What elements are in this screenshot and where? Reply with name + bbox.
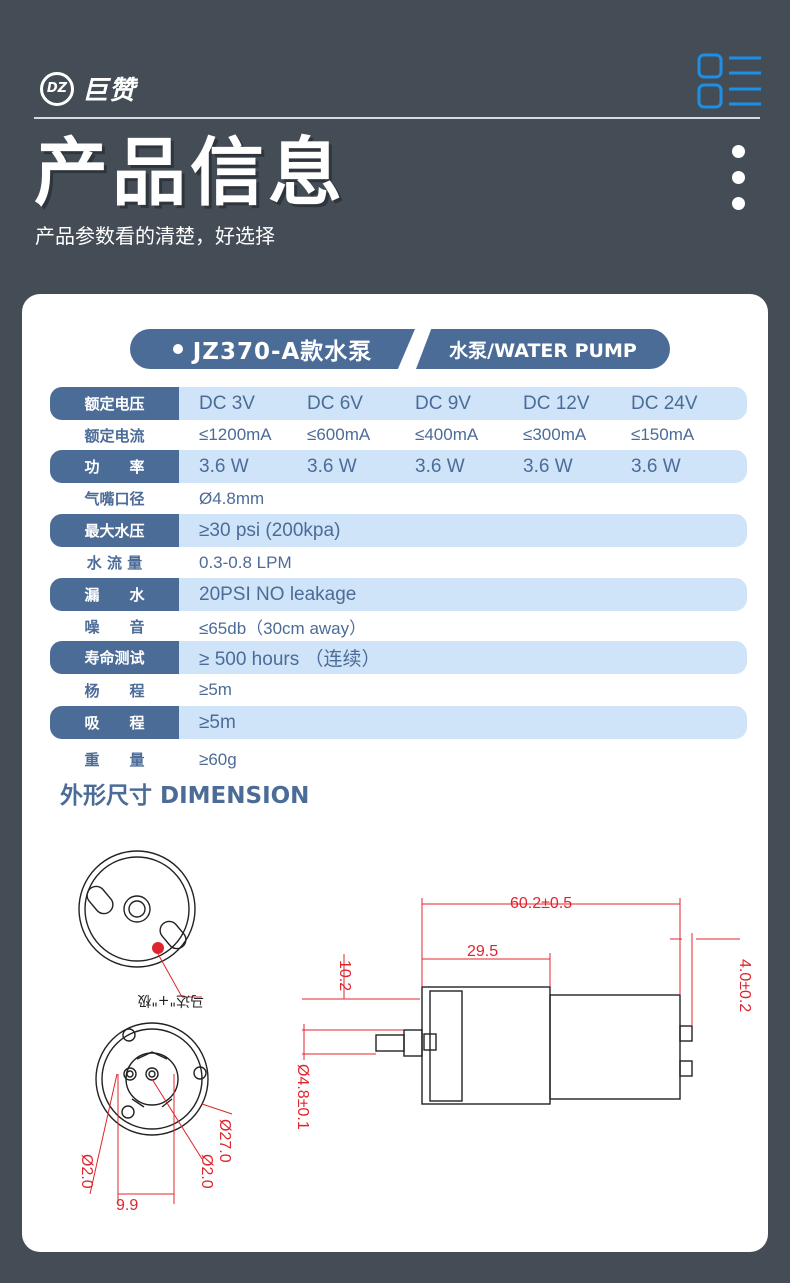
spec-row: 噪 音 ≤65db（30cm away） xyxy=(50,611,747,641)
label-polarity: 马达"+"极 xyxy=(137,992,204,1008)
spec-values: ≥60g xyxy=(179,750,237,770)
spec-value: ≤400mA xyxy=(415,425,479,444)
label-motor-dia: Ø27.0 xyxy=(216,1119,233,1163)
spec-values: 3.6 W 3.6 W 3.6 W 3.6 W 3.6 W xyxy=(179,456,739,478)
model-name: JZ370-A款水泵 xyxy=(192,339,373,365)
bullet-icon xyxy=(172,344,183,354)
dimension-title: 外形尺寸 DIMENSION xyxy=(60,783,310,809)
spec-label: 杨 程 xyxy=(84,681,145,700)
spec-label: 重 量 xyxy=(84,751,145,769)
label-hole-left: Ø2.0 xyxy=(78,1154,95,1189)
spec-value: ≥5m xyxy=(199,711,236,733)
positive-terminal-icon xyxy=(152,942,164,954)
spec-value: Ø4.8mm xyxy=(199,488,265,508)
pump-end-view xyxy=(95,1022,209,1136)
spec-row: 额定电流 ≤1200mA ≤600mA ≤400mA ≤300mA ≤150mA xyxy=(50,420,747,450)
spec-label: 水 流 量 xyxy=(86,554,143,572)
spec-values: ≥30 psi (200kpa) xyxy=(179,520,340,542)
page-title: 产品信息 xyxy=(34,130,346,216)
spec-value: ≥ 500 hours （连续） xyxy=(199,649,381,670)
spec-row: 杨 程 ≥5m xyxy=(50,674,747,706)
spec-value: ≥5m xyxy=(199,680,232,699)
spec-value: 20PSI NO leakage xyxy=(199,583,357,605)
spec-label: 额定电压 xyxy=(50,387,179,420)
label-length-body: 29.5 xyxy=(467,943,498,960)
spec-value: ≤65db（30cm away） xyxy=(199,618,367,638)
spec-label: 吸 程 xyxy=(50,706,179,739)
spec-values: 0.3-0.8 LPM xyxy=(179,553,292,573)
spec-value: ≥60g xyxy=(199,749,237,769)
spec-row: 吸 程 ≥5m xyxy=(50,706,747,739)
spec-row: 漏 水 20PSI NO leakage xyxy=(50,578,747,611)
brand-logo: DZ 巨赞 xyxy=(40,70,136,107)
spec-value: 3.6 W xyxy=(199,455,249,477)
spec-row: 寿命测试 ≥ 500 hours （连续） xyxy=(50,641,747,674)
spec-row: 最大水压 ≥30 psi (200kpa) xyxy=(50,514,747,547)
spec-value: DC 6V xyxy=(307,392,363,414)
spec-label: 气嘴口径 xyxy=(84,490,145,508)
dimension-drawing: 60.2±0.5 29.5 4.0±0.2 10.2 Ø4.8±0.1 Ø27.… xyxy=(78,850,753,1214)
dots-decoration xyxy=(732,145,746,223)
menu-list-icon[interactable] xyxy=(697,53,763,111)
label-hole-spacing: 9.9 xyxy=(116,1197,138,1214)
spec-label: 最大水压 xyxy=(50,514,179,547)
logo-initials: DZ xyxy=(46,81,68,96)
spec-value: DC 9V xyxy=(415,392,471,414)
spec-value: ≤1200mA xyxy=(199,425,272,444)
spec-value: ≥30 psi (200kpa) xyxy=(199,519,341,541)
label-terminal: 4.0±0.2 xyxy=(736,959,753,1012)
spec-row: 气嘴口径 Ø4.8mm xyxy=(50,483,747,514)
spec-label: 寿命测试 xyxy=(50,641,179,674)
header-divider xyxy=(34,117,760,119)
spec-value: 3.6 W xyxy=(523,455,573,477)
label-hole-right: Ø2.0 xyxy=(198,1154,215,1189)
spec-label: 额定电流 xyxy=(84,426,145,445)
spec-label: 漏 水 xyxy=(50,578,179,611)
spec-value: DC 12V xyxy=(523,392,590,414)
logo-mark-icon: DZ xyxy=(40,71,74,106)
model-banner: JZ370-A款水泵 水泵/WATER PUMP xyxy=(130,329,670,369)
spec-value: 3.6 W xyxy=(415,455,465,477)
pump-top-view xyxy=(78,850,196,968)
label-nozzle-offset: 10.2 xyxy=(336,960,353,991)
spec-values: ≥5m xyxy=(179,712,236,734)
label-nozzle-dia: Ø4.8±0.1 xyxy=(294,1064,311,1130)
spec-values: ≥ 500 hours （连续） xyxy=(179,644,381,671)
spec-label: 功 率 xyxy=(50,450,179,483)
spec-row: 重 量 ≥60g xyxy=(50,739,747,780)
label-length-total: 60.2±0.5 xyxy=(510,895,572,912)
spec-value: 3.6 W xyxy=(307,455,357,477)
spec-values: DC 3V DC 6V DC 9V DC 12V DC 24V xyxy=(179,393,739,415)
spec-values: ≥5m xyxy=(179,680,232,700)
category-tag: 水泵/WATER PUMP xyxy=(416,329,670,369)
spec-label: 噪 音 xyxy=(84,617,145,636)
spec-values: ≤1200mA ≤600mA ≤400mA ≤300mA ≤150mA xyxy=(179,425,739,445)
spec-value: 0.3-0.8 LPM xyxy=(199,552,292,572)
spec-values: Ø4.8mm xyxy=(179,489,264,509)
spec-value: ≤150mA xyxy=(631,425,695,444)
spec-value: ≤600mA xyxy=(307,425,371,444)
pump-side-view xyxy=(375,986,693,1105)
page-subtitle: 产品参数看的清楚，好选择 xyxy=(35,224,275,248)
spec-value: DC 3V xyxy=(199,392,255,414)
spec-value: DC 24V xyxy=(631,392,698,414)
spec-values: 20PSI NO leakage xyxy=(179,584,356,606)
spec-row: 水 流 量 0.3-0.8 LPM xyxy=(50,547,747,578)
spec-row: 功 率 3.6 W 3.6 W 3.6 W 3.6 W 3.6 W xyxy=(50,450,747,483)
spec-value: 3.6 W xyxy=(631,455,681,477)
spec-row: 额定电压 DC 3V DC 6V DC 9V DC 12V DC 24V xyxy=(50,387,747,420)
spec-table: 额定电压 DC 3V DC 6V DC 9V DC 12V DC 24V 额定电流 ≤1200… xyxy=(50,387,747,780)
brand-name: 巨赞 xyxy=(82,76,137,106)
spec-values: ≤65db（30cm away） xyxy=(179,614,366,639)
model-name-tag: JZ370-A款水泵 xyxy=(130,329,415,369)
spec-value: ≤300mA xyxy=(523,425,587,444)
